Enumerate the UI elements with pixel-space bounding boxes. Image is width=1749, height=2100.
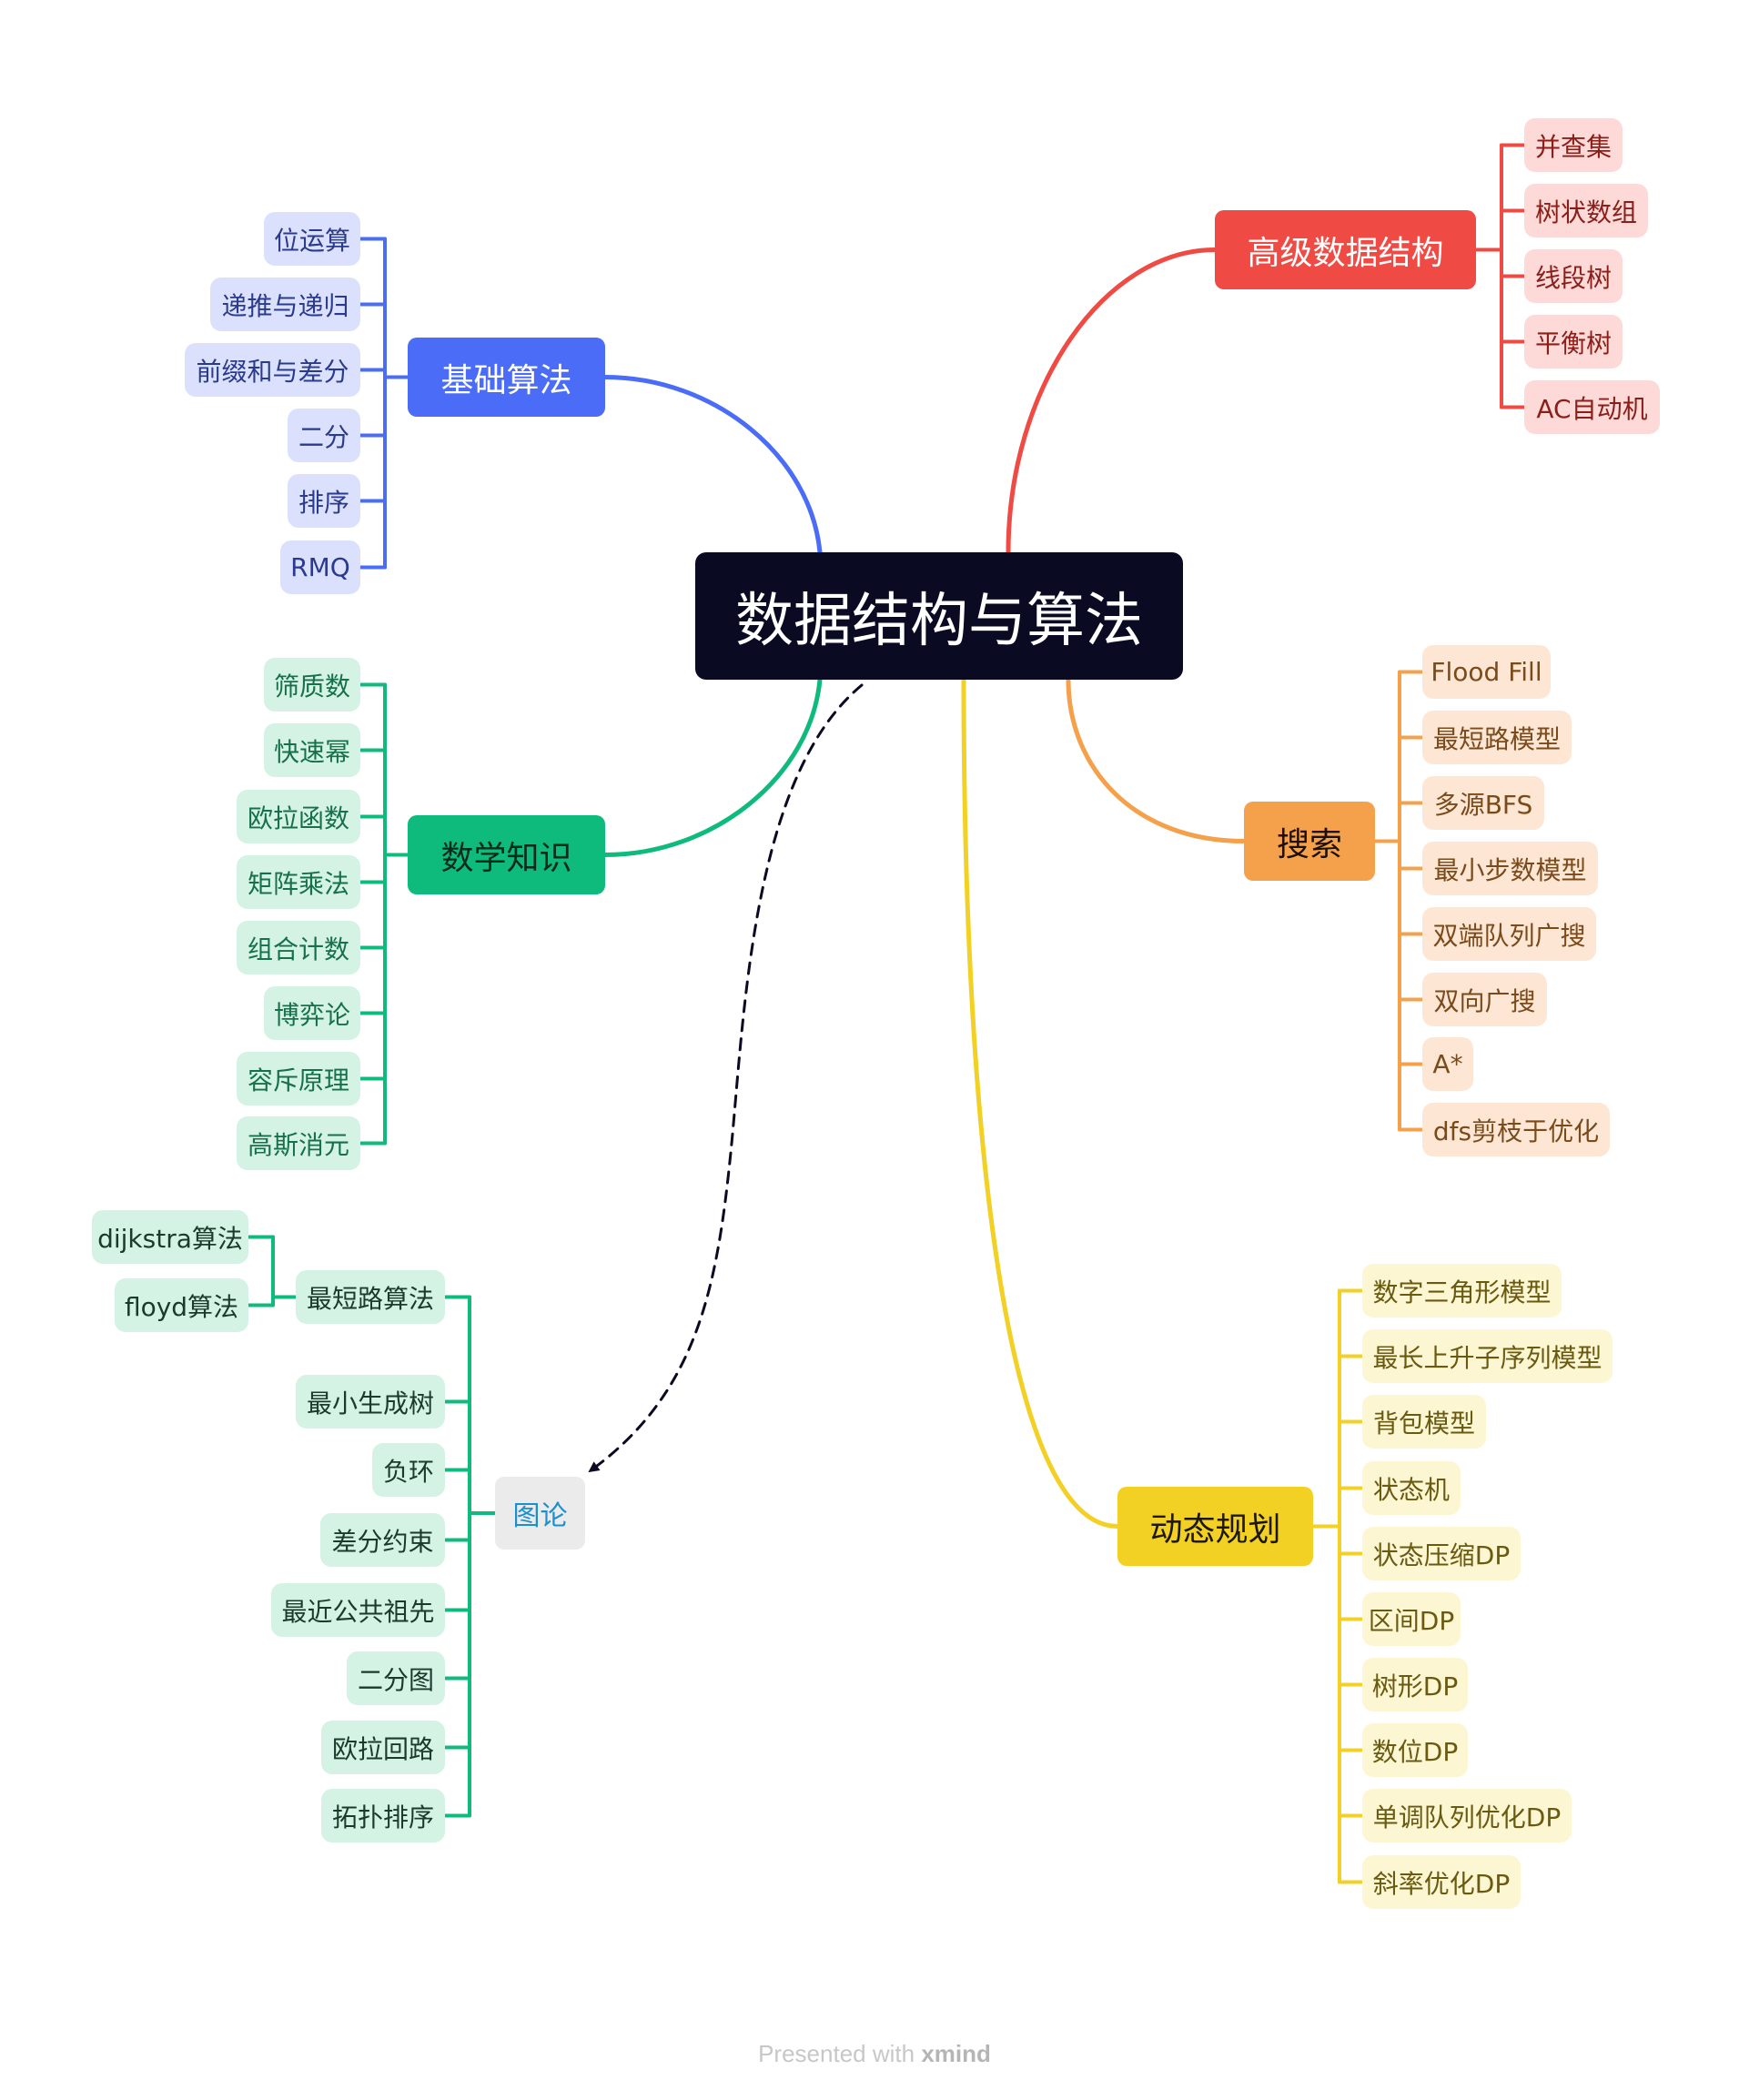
footer-credit: Presented with xmind xyxy=(0,2040,1749,2068)
topic-dp-5[interactable]: 状态压缩DP xyxy=(1362,1527,1521,1580)
topic-dp-9[interactable]: 单调队列优化DP xyxy=(1362,1789,1572,1843)
topic-search-6[interactable]: 双向广搜 xyxy=(1422,973,1547,1026)
topic-graph-7[interactable]: 欧拉回路 xyxy=(321,1721,445,1774)
topic-basic-2[interactable]: 递推与递归 xyxy=(210,278,360,331)
topic-math-4[interactable]: 矩阵乘法 xyxy=(237,855,360,909)
topic-math-2[interactable]: 快速幂 xyxy=(264,723,360,777)
topic-math-7[interactable]: 容斥原理 xyxy=(237,1052,360,1106)
topic-search-5[interactable]: 双端队列广搜 xyxy=(1422,907,1596,961)
topic-graph-3[interactable]: 负环 xyxy=(372,1443,445,1497)
branch-math[interactable]: 数学知识 xyxy=(408,815,605,894)
topic-graph-8[interactable]: 拓扑排序 xyxy=(321,1789,445,1843)
topic-basic-1[interactable]: 位运算 xyxy=(264,212,360,266)
topic-advanced-1[interactable]: 并查集 xyxy=(1524,118,1623,172)
topic-graph-1-1[interactable]: dijkstra算法 xyxy=(92,1210,248,1264)
topic-math-5[interactable]: 组合计数 xyxy=(237,921,360,974)
topic-search-8[interactable]: dfs剪枝于优化 xyxy=(1422,1103,1610,1156)
topic-graph-5[interactable]: 最近公共祖先 xyxy=(271,1583,445,1637)
link-root-to-math xyxy=(602,677,823,857)
topic-dp-10[interactable]: 斜率优化DP xyxy=(1362,1855,1521,1909)
branch-dp[interactable]: 动态规划 xyxy=(1117,1487,1313,1566)
topic-dp-6[interactable]: 区间DP xyxy=(1362,1592,1461,1646)
topic-basic-5[interactable]: 排序 xyxy=(288,474,360,528)
link-root-to-search xyxy=(1066,677,1247,843)
topic-dp-7[interactable]: 树形DP xyxy=(1362,1658,1468,1711)
topic-advanced-3[interactable]: 线段树 xyxy=(1524,249,1623,303)
topic-dp-4[interactable]: 状态机 xyxy=(1362,1461,1461,1515)
topic-search-1[interactable]: Flood Fill xyxy=(1422,645,1551,699)
topic-basic-3[interactable]: 前缀和与差分 xyxy=(185,343,360,397)
topic-math-8[interactable]: 高斯消元 xyxy=(237,1116,360,1170)
branch-advanced[interactable]: 高级数据结构 xyxy=(1215,210,1476,289)
topic-dp-8[interactable]: 数位DP xyxy=(1362,1723,1468,1777)
branch-search[interactable]: 搜索 xyxy=(1244,802,1375,881)
topic-dp-2[interactable]: 最长上升子序列模型 xyxy=(1362,1329,1613,1383)
link-root-to-dp xyxy=(961,677,1120,1529)
branch-basic[interactable]: 基础算法 xyxy=(408,338,605,417)
topic-search-4[interactable]: 最小步数模型 xyxy=(1422,842,1598,895)
topic-graph-2[interactable]: 最小生成树 xyxy=(296,1375,445,1429)
topic-math-1[interactable]: 筛质数 xyxy=(264,658,360,712)
topic-graph-6[interactable]: 二分图 xyxy=(347,1651,445,1705)
dashed-link-root-to-graph xyxy=(588,683,864,1473)
topic-graph-1-2[interactable]: floyd算法 xyxy=(115,1278,248,1332)
topic-advanced-4[interactable]: 平衡树 xyxy=(1524,315,1623,369)
link-root-to-basic xyxy=(602,375,823,555)
topic-graph-4[interactable]: 差分约束 xyxy=(320,1513,445,1567)
topic-math-3[interactable]: 欧拉函数 xyxy=(237,790,360,843)
topic-advanced-2[interactable]: 树状数组 xyxy=(1524,184,1648,237)
link-root-to-advanced xyxy=(1006,247,1218,555)
topic-math-6[interactable]: 博弈论 xyxy=(264,986,360,1040)
topic-advanced-5[interactable]: AC自动机 xyxy=(1524,380,1660,434)
footer-prefix: Presented with xyxy=(758,2040,922,2067)
topic-dp-3[interactable]: 背包模型 xyxy=(1362,1395,1486,1449)
topic-basic-6[interactable]: RMQ xyxy=(280,540,360,594)
topic-dp-1[interactable]: 数字三角形模型 xyxy=(1362,1264,1562,1318)
topic-basic-4[interactable]: 二分 xyxy=(288,409,360,462)
topic-search-2[interactable]: 最短路模型 xyxy=(1422,711,1572,764)
topic-search-3[interactable]: 多源BFS xyxy=(1422,776,1544,830)
footer-brand: xmind xyxy=(921,2040,991,2067)
root-topic[interactable]: 数据结构与算法 xyxy=(695,552,1183,680)
topic-graph-1[interactable]: 最短路算法 xyxy=(296,1270,445,1324)
branch-graph[interactable]: 图论 xyxy=(495,1477,585,1550)
topic-search-7[interactable]: A* xyxy=(1422,1037,1473,1091)
